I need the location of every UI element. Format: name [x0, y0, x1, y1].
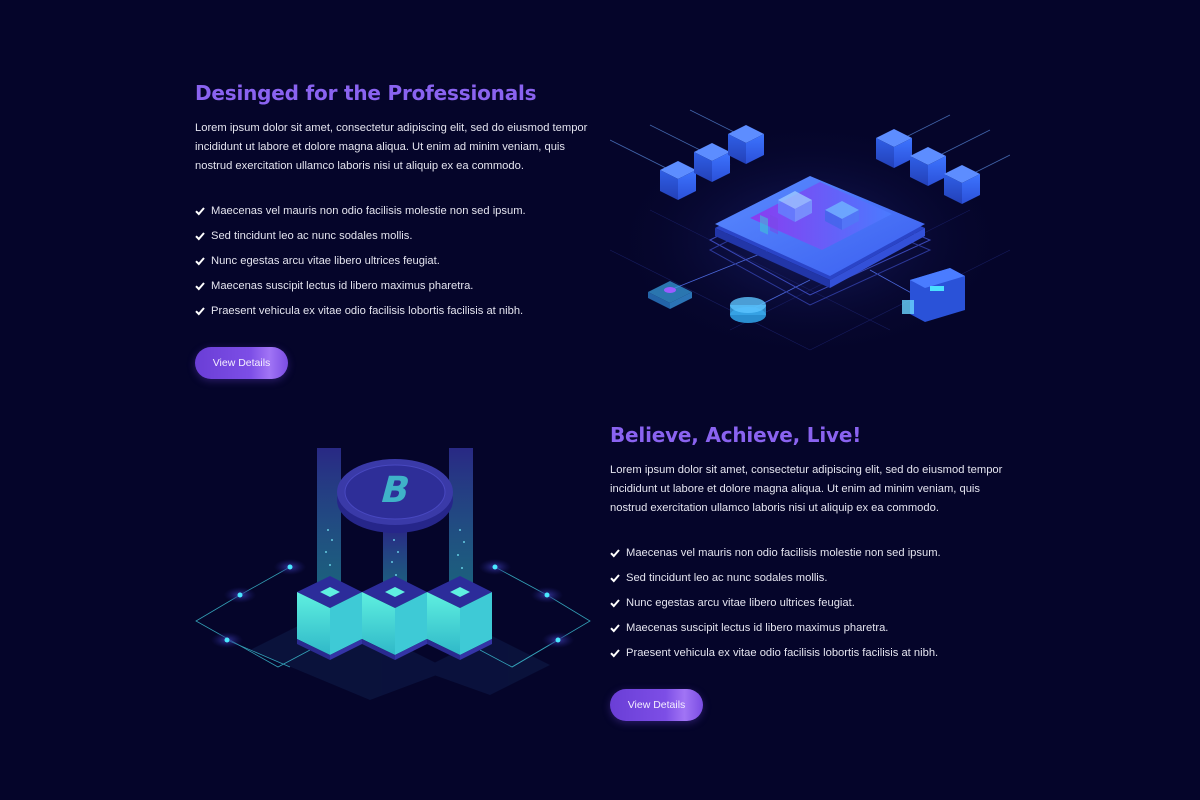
- view-details-button[interactable]: View Details: [610, 689, 703, 721]
- list-item-text: Praesent vehicula ex vitae odio facilisi…: [626, 646, 939, 659]
- list-item-text: Maecenas vel mauris non odio facilisis m…: [211, 204, 526, 217]
- list-item: Maecenas vel mauris non odio facilisis m…: [195, 198, 595, 223]
- check-icon: [195, 206, 205, 215]
- list-item: Maecenas suscipit lectus id libero maxim…: [195, 273, 595, 298]
- feature-section-professionals: Desinged for the Professionals Lorem ips…: [195, 81, 595, 379]
- list-item-text: Maecenas vel mauris non odio facilisis m…: [626, 546, 941, 559]
- check-icon: [610, 648, 620, 657]
- feature-checklist: Maecenas vel mauris non odio facilisis m…: [610, 540, 1010, 665]
- check-icon: [610, 623, 620, 632]
- feature-section-believe: Believe, Achieve, Live! Lorem ipsum dolo…: [610, 423, 1010, 721]
- list-item-text: Nunc egestas arcu vitae libero ultrices …: [626, 596, 855, 609]
- list-item: Maecenas suscipit lectus id libero maxim…: [610, 615, 1010, 640]
- list-item-text: Sed tincidunt leo ac nunc sodales mollis…: [211, 229, 413, 242]
- section-paragraph: Lorem ipsum dolor sit amet, consectetur …: [195, 122, 588, 172]
- check-icon: [195, 256, 205, 265]
- list-item: Sed tincidunt leo ac nunc sodales mollis…: [610, 565, 1010, 590]
- list-item: Praesent vehicula ex vitae odio facilisi…: [610, 640, 1010, 665]
- bitcoin-blockchain-illustration: B: [195, 448, 591, 700]
- feature-checklist: Maecenas vel mauris non odio facilisis m…: [195, 198, 595, 323]
- check-icon: [610, 548, 620, 557]
- check-icon: [195, 281, 205, 290]
- section-title: Desinged for the Professionals: [195, 81, 537, 105]
- list-item: Praesent vehicula ex vitae odio facilisi…: [195, 298, 595, 323]
- list-item: Nunc egestas arcu vitae libero ultrices …: [195, 248, 595, 273]
- view-details-button[interactable]: View Details: [195, 347, 288, 379]
- list-item: Sed tincidunt leo ac nunc sodales mollis…: [195, 223, 595, 248]
- check-icon: [195, 306, 205, 315]
- section-paragraph: Lorem ipsum dolor sit amet, consectetur …: [610, 464, 1003, 514]
- list-item: Maecenas vel mauris non odio facilisis m…: [610, 540, 1010, 565]
- list-item-text: Praesent vehicula ex vitae odio facilisi…: [211, 304, 524, 317]
- section-title: Believe, Achieve, Live!: [610, 423, 862, 447]
- check-icon: [610, 573, 620, 582]
- list-item-text: Nunc egestas arcu vitae libero ultrices …: [211, 254, 440, 267]
- check-icon: [195, 231, 205, 240]
- list-item-text: Sed tincidunt leo ac nunc sodales mollis…: [626, 571, 828, 584]
- list-item: Nunc egestas arcu vitae libero ultrices …: [610, 590, 1010, 615]
- check-icon: [610, 598, 620, 607]
- server-network-illustration: [610, 109, 1010, 360]
- list-item-text: Maecenas suscipit lectus id libero maxim…: [211, 279, 474, 292]
- list-item-text: Maecenas suscipit lectus id libero maxim…: [626, 621, 889, 634]
